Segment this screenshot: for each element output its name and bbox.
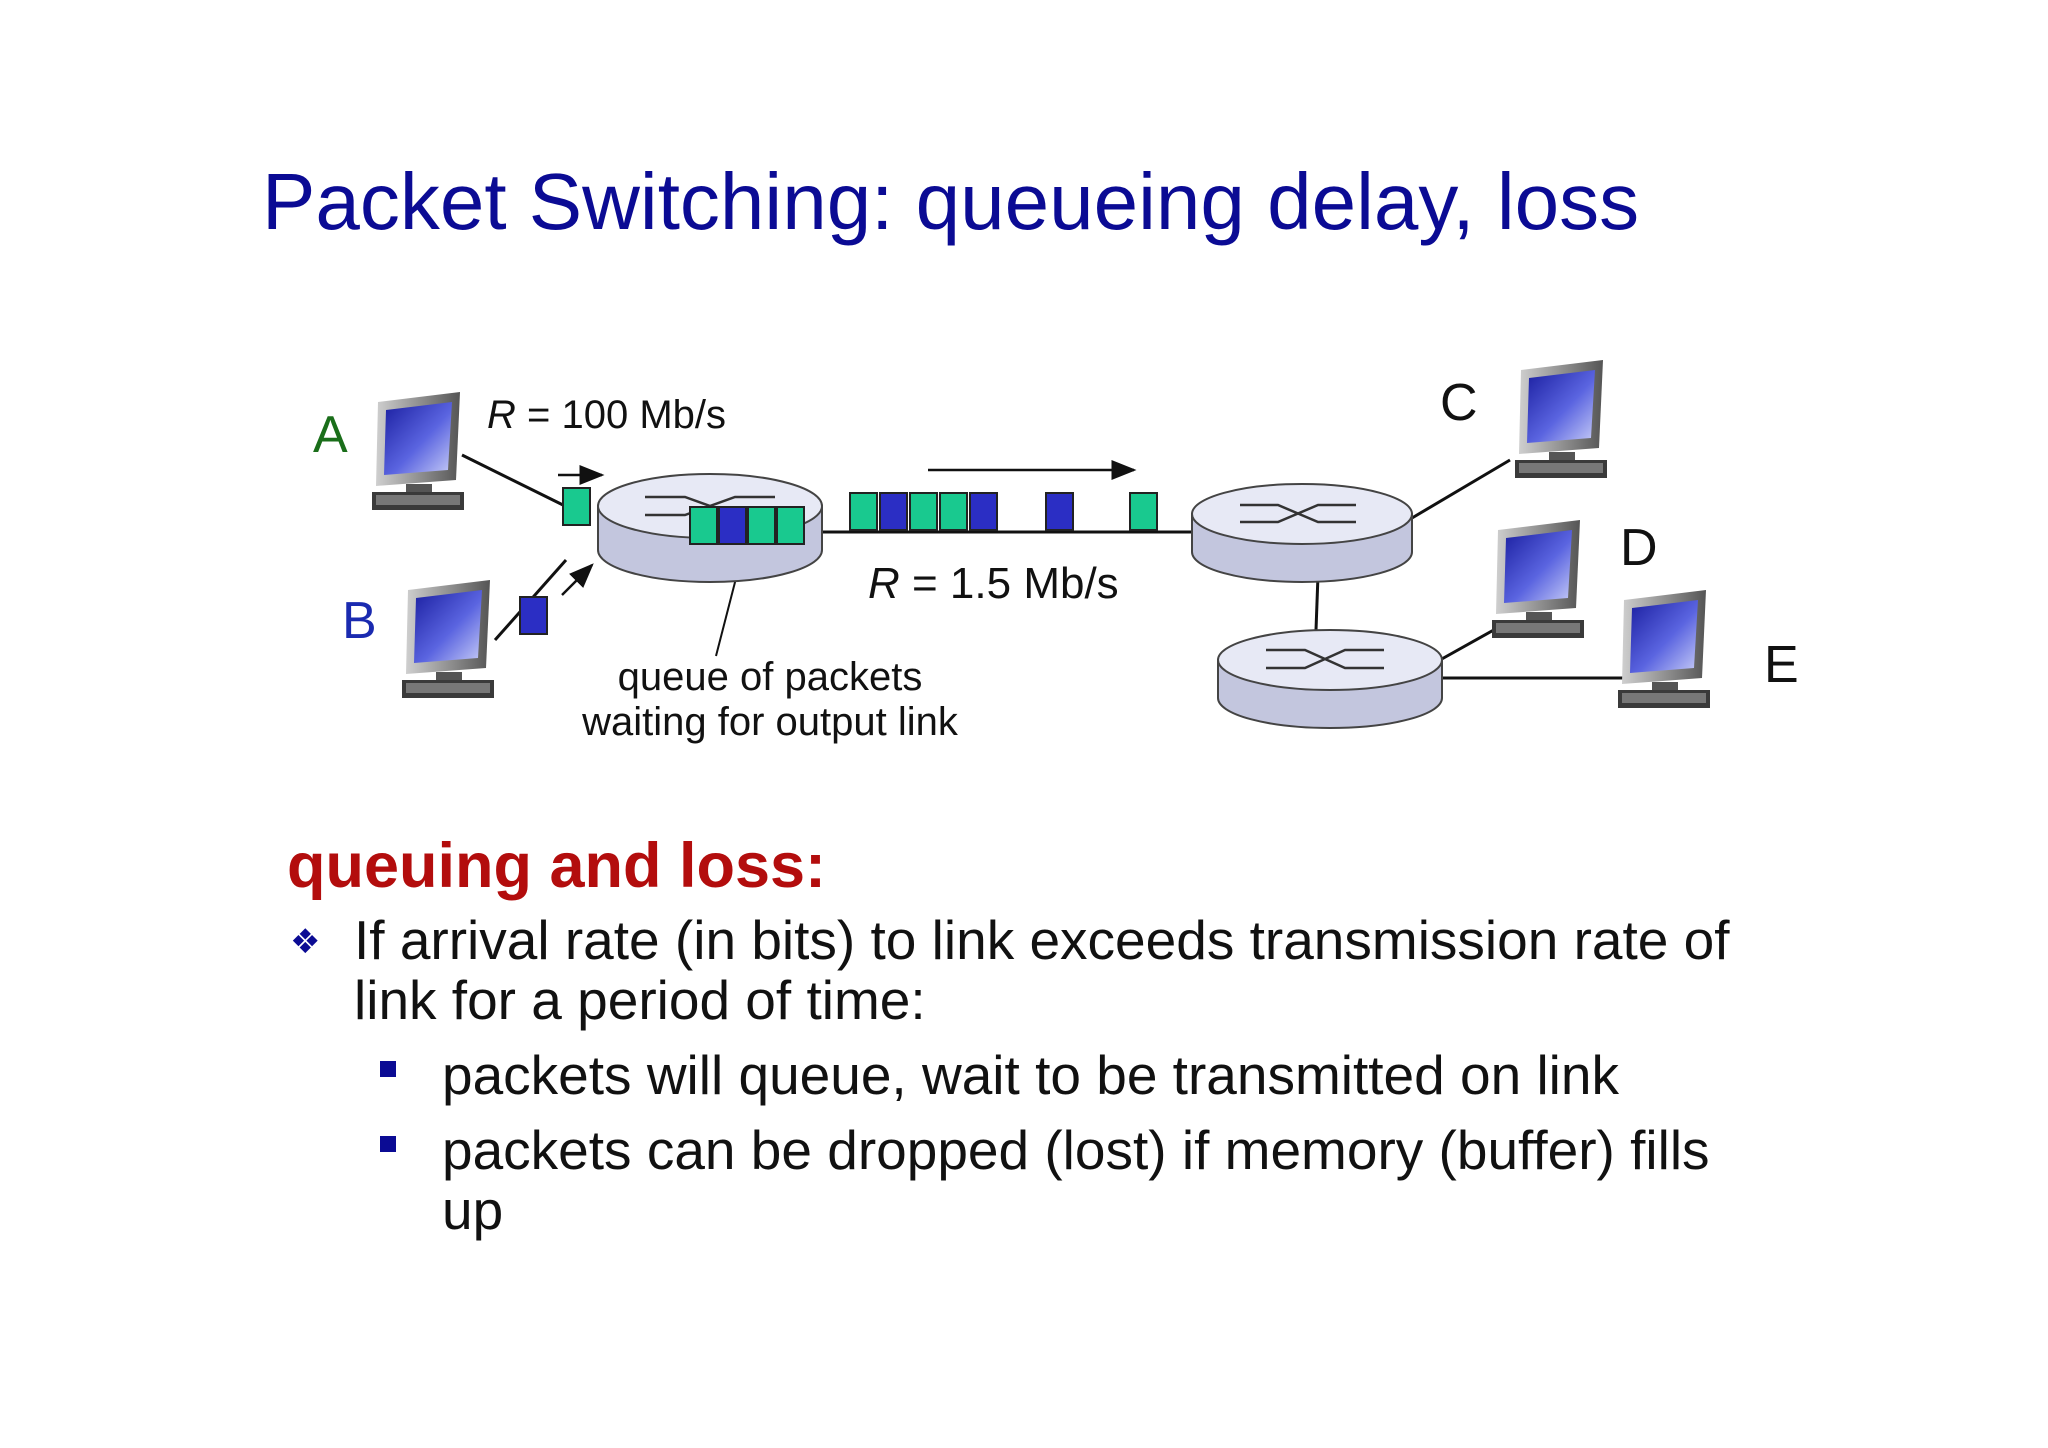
packet-from-a <box>562 487 591 526</box>
queued-packet <box>776 506 805 545</box>
host-label-e: E <box>1764 636 1799 694</box>
host-label-a: A <box>313 406 348 464</box>
packet-from-b <box>519 596 548 635</box>
network-diagram: A B C D E R = 100 Mb/s R = 1.5 Mb/s queu… <box>313 360 1799 744</box>
host-d-computer-icon <box>1492 520 1584 638</box>
link-packet <box>939 492 968 531</box>
router-3 <box>1217 629 1443 729</box>
queued-packet <box>689 506 718 545</box>
access-link-rate-label: R = 100 Mb/s <box>487 393 726 437</box>
queue-label-line2: waiting for output link <box>581 700 959 744</box>
queued-packet <box>747 506 776 545</box>
sub-bullet-text: packets can be dropped (lost) if memory … <box>442 1119 1710 1241</box>
router-switch-icon <box>1266 648 1384 670</box>
bullet-text: If arrival rate (in bits) to link exceed… <box>354 909 1730 1031</box>
link-a-router1 <box>461 453 564 507</box>
output-link-rate-label: R = 1.5 Mb/s <box>868 559 1119 608</box>
link-router2-c <box>1411 458 1511 520</box>
host-label-b: B <box>342 592 377 650</box>
diamond-bullet-icon: ❖ <box>290 923 321 961</box>
router-switch-icon <box>1240 503 1356 524</box>
host-c-computer-icon <box>1515 360 1607 478</box>
packets <box>519 487 1158 635</box>
link-router2-router3 <box>1314 574 1320 631</box>
host-e-computer-icon <box>1618 590 1710 708</box>
host-label-d: D <box>1620 519 1658 577</box>
arrow-b-direction <box>561 563 594 596</box>
queued-packet <box>718 506 747 545</box>
router-2 <box>1191 483 1413 583</box>
link-packet <box>879 492 908 531</box>
link-packet <box>849 492 878 531</box>
link-packet <box>1045 492 1074 531</box>
queue-label-line1: queue of packets <box>618 655 923 699</box>
slide-title: Packet Switching: queueing delay, loss <box>262 157 1640 246</box>
sub-bullet-text: packets will queue, wait to be transmitt… <box>442 1044 1619 1106</box>
link-packet <box>909 492 938 531</box>
square-bullet-icon <box>380 1136 396 1152</box>
section-heading: queuing and loss: <box>287 831 827 901</box>
host-b-computer-icon <box>402 580 494 698</box>
host-a-computer-icon <box>372 392 464 510</box>
link-packet <box>969 492 998 531</box>
link-packet <box>1129 492 1158 531</box>
square-bullet-icon <box>380 1061 396 1077</box>
host-label-c: C <box>1440 374 1478 432</box>
